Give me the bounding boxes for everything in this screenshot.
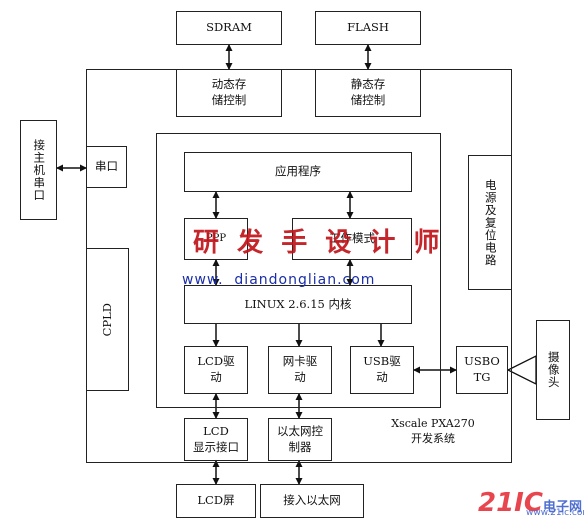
right-mid-block: 工作模式 [292,218,412,260]
host-serial-block: 接主机串口 [20,120,57,220]
lcd-interface-block: LCD 显示接口 [184,418,248,461]
kernel-label: LINUX 2.6.15 内核 [244,296,352,311]
camera-label: 摄像头 [546,351,561,389]
logo-url: www.21ic.com [526,508,584,518]
blue-watermark: www. diandonglian.com [182,272,376,288]
app-label: 应用程序 [275,164,321,179]
nic-driver-block: 网卡驱 动 [268,346,332,394]
dynamic-ctrl-label: 动态存 储控制 [211,77,247,107]
site-logo: 21IC电子网 www.21ic.com [478,488,584,518]
right-mid-label: 工作模式 [329,231,375,246]
dynamic-ctrl-block: 动态存 储控制 [176,69,282,117]
usb-driver-block: USB驱 动 [350,346,414,394]
left-mid-label: PPP [205,233,227,245]
eth-ctrl-block: 以太网控 制器 [268,418,332,461]
left-mid-block: PPP [184,218,248,260]
cpld-label: CPLD [99,302,114,337]
app-block: 应用程序 [184,152,412,192]
cpld-block: CPLD [86,248,129,391]
serial-port-block: 串口 [86,146,127,188]
eth-access-label: 接入以太网 [283,493,341,508]
eth-access-block: 接入以太网 [260,484,364,518]
red-watermark: 研 发 手 设 计 师 [193,228,440,258]
flash-label: FLASH [347,20,389,35]
eth-ctrl-label: 以太网控 制器 [277,423,323,454]
lcd-screen-label: LCD屏 [197,493,235,508]
static-ctrl-block: 静态存 储控制 [315,69,421,117]
logo-text: 电子网 [542,500,582,515]
camera-arrow [506,354,537,386]
static-ctrl-label: 静态存 储控制 [350,77,386,107]
lcd-interface-label: LCD 显示接口 [193,423,239,454]
lcd-driver-label: LCD驱 动 [197,354,235,384]
logo-number: 21IC [478,488,543,518]
lcd-screen-block: LCD屏 [176,484,256,518]
serial-port-label: 串口 [95,159,118,174]
usbotg-label: USBO TG [464,354,500,384]
camera-block: 摄像头 [536,320,570,420]
nic-driver-label: 网卡驱 动 [282,354,318,384]
lcd-driver-block: LCD驱 动 [184,346,248,394]
kernel-block: LINUX 2.6.15 内核 [184,285,412,324]
sdram-label: SDRAM [206,20,252,35]
usb-driver-label: USB驱 动 [363,354,401,384]
power-reset-block: 电源及复位电路 [468,155,512,290]
software-frame [156,133,441,408]
board-label: Xscale PXA270 开发系统 [391,417,475,445]
usbotg-block: USBO TG [456,346,508,394]
sdram-block: SDRAM [176,11,282,45]
flash-block: FLASH [315,11,421,45]
host-serial-label: 接主机串口 [32,138,47,202]
power-reset-label: 电源及复位电路 [483,178,498,267]
